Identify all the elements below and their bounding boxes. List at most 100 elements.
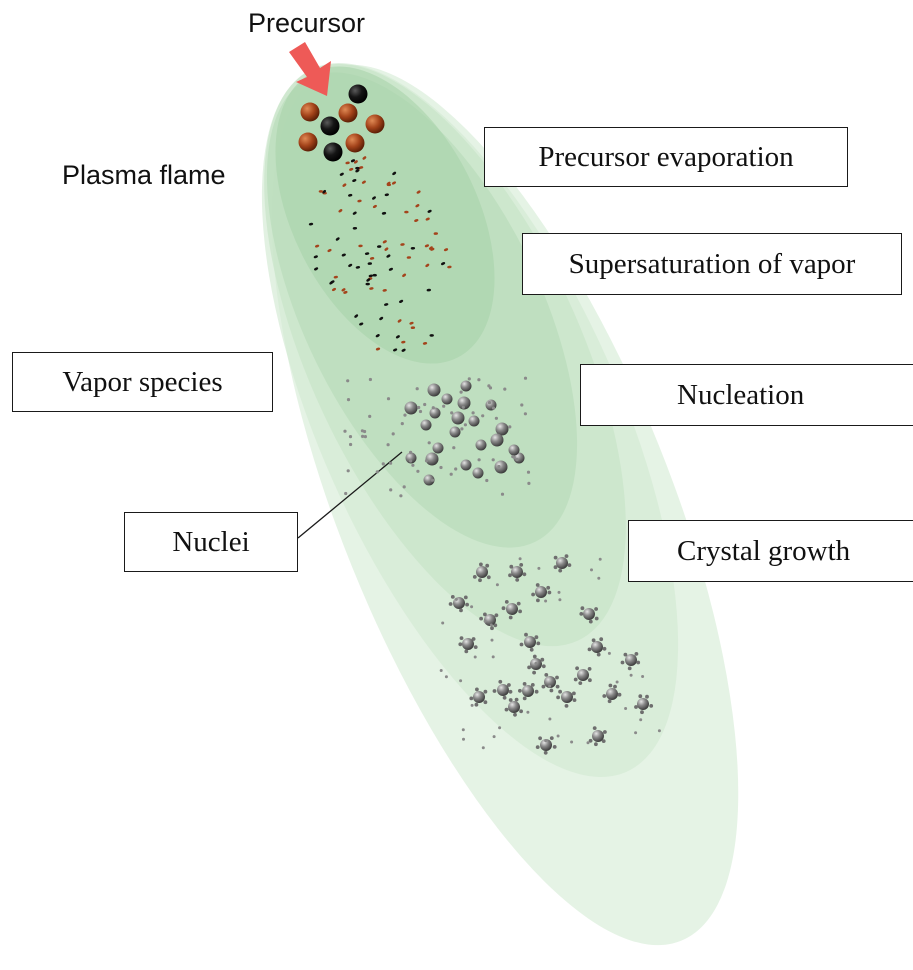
attached-species [595, 617, 599, 621]
vapor-species-dot [481, 414, 484, 417]
vapor-species-dot [460, 391, 463, 394]
free-vapor-dot [558, 598, 561, 601]
free-vapor-dot [526, 711, 529, 714]
attached-species [608, 699, 612, 703]
vapor-species-dot [416, 470, 419, 473]
vapor-species-dot [403, 414, 406, 417]
attached-species [550, 736, 554, 740]
vapor-species-dot [425, 459, 428, 462]
grown-crystal [473, 691, 485, 703]
attached-species [493, 623, 497, 627]
free-vapor-dot [557, 735, 560, 738]
nucleus-particle [433, 443, 444, 454]
attached-species [509, 698, 513, 702]
attached-species [474, 645, 478, 649]
vapor-species-dot [399, 494, 402, 497]
attached-species [509, 616, 513, 620]
vapor-species-dot [387, 443, 390, 446]
attached-species [531, 593, 535, 597]
attached-species [451, 595, 455, 599]
grown-crystal [556, 557, 568, 569]
free-vapor-dot [597, 577, 600, 580]
attached-species [536, 599, 540, 603]
attached-species [575, 666, 579, 670]
vapor-species-dot [477, 378, 480, 381]
attached-species [635, 652, 639, 656]
vapor-species-box: Vapor species [12, 352, 273, 412]
vapor-species-dot [369, 378, 372, 381]
attached-species [546, 586, 550, 590]
vapor-species-dot [409, 459, 412, 462]
precursor-particle-brown [301, 103, 320, 122]
free-vapor-dot [462, 738, 465, 741]
attached-species [533, 655, 537, 659]
attached-species [505, 708, 509, 712]
nuclei-box: Nuclei [124, 512, 298, 572]
grown-crystal [524, 636, 536, 648]
attached-species [568, 563, 572, 567]
attached-species [550, 689, 554, 693]
vapor-species-dot [349, 443, 352, 446]
nucleus-particle [442, 394, 453, 405]
vapor-species-dot [428, 441, 431, 444]
vapor-species-dot [439, 466, 442, 469]
free-vapor-dot [482, 746, 485, 749]
attached-species [593, 726, 597, 730]
attached-species [544, 751, 548, 755]
free-vapor-dot [570, 741, 573, 744]
attached-species [484, 690, 488, 694]
free-vapor-dot [544, 600, 547, 603]
vapor-species-dot [497, 465, 500, 468]
attached-species [558, 569, 562, 573]
attached-species [556, 685, 560, 689]
vapor-species-dot [344, 492, 347, 495]
precursor-particle-brown [339, 104, 358, 123]
attached-species [602, 694, 606, 698]
free-vapor-dot [491, 639, 494, 642]
nucleus-particle [405, 402, 418, 415]
attached-species [495, 613, 499, 617]
grown-crystal [583, 608, 595, 620]
vapor-species-dot [460, 427, 463, 430]
attached-species [554, 565, 558, 569]
attached-species [573, 698, 577, 702]
attached-species [636, 661, 640, 665]
vapor-species-dot [492, 407, 495, 410]
vapor-species-dot [511, 455, 514, 458]
attached-species [505, 600, 509, 604]
attached-species [538, 736, 542, 740]
attached-species [640, 710, 644, 714]
attached-species [542, 685, 546, 689]
free-vapor-dot [599, 558, 602, 561]
vapor-species-dot [423, 403, 426, 406]
free-vapor-dot [455, 598, 458, 601]
vapor-species-dot [368, 415, 371, 418]
vapor-species-dot [524, 377, 527, 380]
free-vapor-dot [544, 739, 547, 742]
grown-crystal [535, 586, 547, 598]
precursor-label: Precursor [248, 8, 365, 39]
attached-species [464, 650, 468, 654]
vapor-species-dot [361, 435, 364, 438]
nucleus-particle [452, 412, 465, 425]
attached-species [515, 698, 519, 702]
nucleation-box: Nucleation [580, 364, 913, 426]
free-vapor-dot [498, 726, 501, 729]
free-vapor-dot [558, 591, 561, 594]
vapor-species-dot [387, 397, 390, 400]
attached-species [536, 583, 540, 587]
free-vapor-dot [470, 605, 473, 608]
attached-species [555, 676, 559, 680]
attached-species [475, 703, 479, 707]
nucleus-particle [450, 427, 461, 438]
supersaturation-box: Supersaturation of vapor [522, 233, 902, 295]
free-vapor-dot [519, 557, 522, 560]
attached-species [535, 635, 539, 639]
grown-crystal [591, 641, 603, 653]
free-vapor-dot [493, 735, 496, 738]
nucleus-particle [495, 461, 508, 474]
attached-species [532, 671, 536, 675]
vapor-species-dot [442, 405, 445, 408]
attached-species [475, 688, 479, 692]
attached-species [536, 745, 540, 749]
